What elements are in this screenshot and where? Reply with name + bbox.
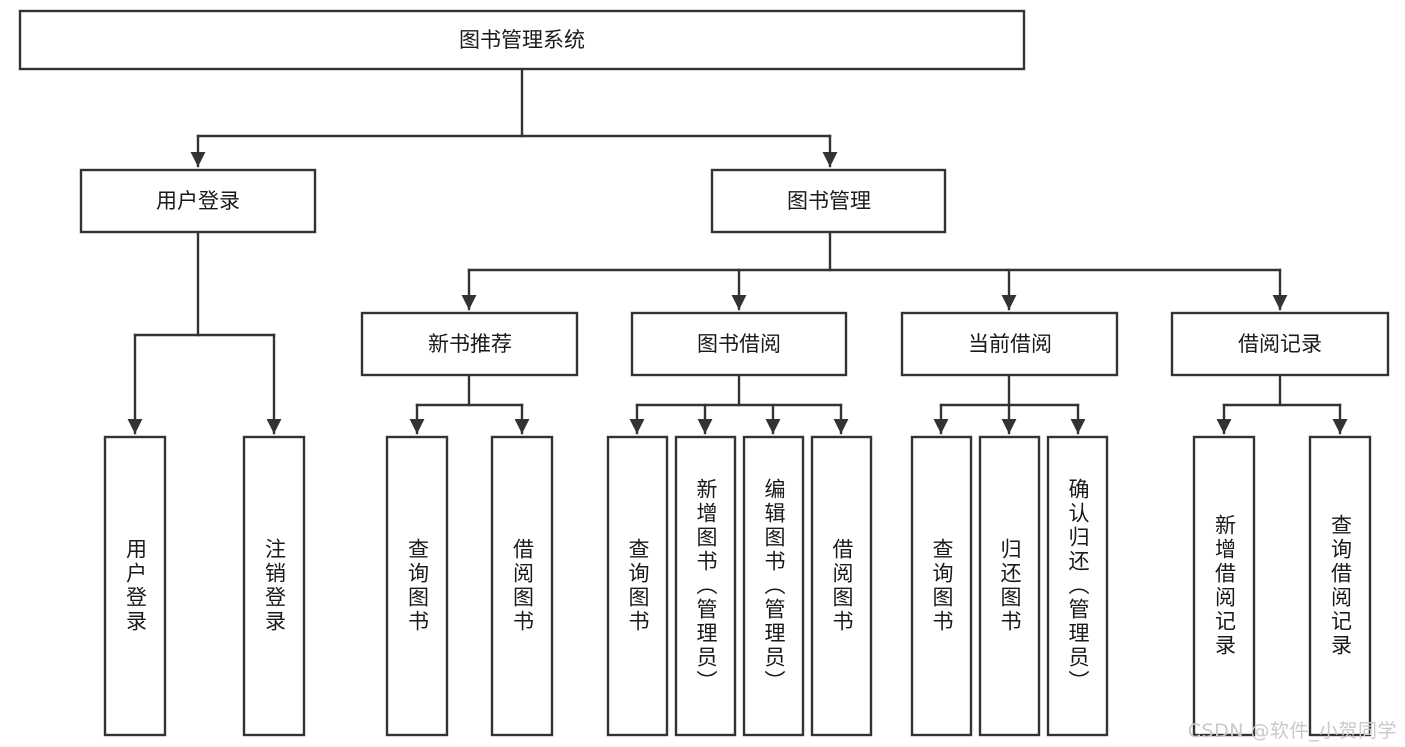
watermark: CSDN @软件_小贺同学 (1187, 720, 1397, 742)
node-book-borrow[interactable] (630, 311, 848, 377)
node-book-borrow-label: 图书借阅 (697, 332, 781, 356)
leaf-box-new-book-1[interactable] (385, 435, 449, 737)
leaf-box-book-borrow-4[interactable] (810, 435, 873, 737)
node-new-book-recommend[interactable] (360, 311, 579, 377)
node-borrow-record[interactable] (1170, 311, 1390, 377)
node-user-login-label: 用户登录 (156, 189, 240, 213)
connector-group-user-login-to-leaves (127, 230, 282, 435)
connector-group-root-to-level2 (190, 67, 838, 168)
node-new-book-recommend-label: 新书推荐 (428, 332, 512, 356)
node-book-manage[interactable] (710, 168, 947, 234)
leaf-box-book-borrow-1[interactable] (606, 435, 669, 737)
leaf-box-book-borrow-2[interactable] (674, 435, 737, 737)
leaf-box-new-book-2[interactable] (490, 435, 554, 737)
node-book-manage-label: 图书管理 (787, 189, 871, 213)
leaf-box-current-borrow-1[interactable] (910, 435, 973, 737)
leaf-box-borrow-record-1[interactable] (1192, 435, 1256, 737)
leaf-box-current-borrow-3[interactable] (1046, 435, 1109, 737)
node-user-login[interactable] (79, 168, 317, 234)
leaf-box-book-borrow-3[interactable] (742, 435, 805, 737)
connector-group-borrow-record-to-leaves (1216, 373, 1348, 435)
leaf-box-current-borrow-2[interactable] (978, 435, 1041, 737)
leaf-box-user-login-2[interactable] (242, 435, 306, 737)
node-root[interactable] (18, 9, 1026, 71)
node-root-label: 图书管理系统 (459, 28, 585, 52)
node-current-borrow[interactable] (900, 311, 1119, 377)
node-current-borrow-label: 当前借阅 (968, 332, 1052, 356)
leaf-box-borrow-record-2[interactable] (1308, 435, 1372, 737)
connector-group-new-book-to-leaves (409, 373, 530, 435)
connector-group-current-borrow-to-leaves (933, 373, 1086, 435)
connector-group-book-borrow-to-leaves (629, 373, 849, 435)
node-borrow-record-label: 借阅记录 (1238, 332, 1322, 356)
connector-group-book-manage-to-level3 (461, 230, 1288, 311)
leaf-box-user-login-1[interactable] (103, 435, 167, 737)
